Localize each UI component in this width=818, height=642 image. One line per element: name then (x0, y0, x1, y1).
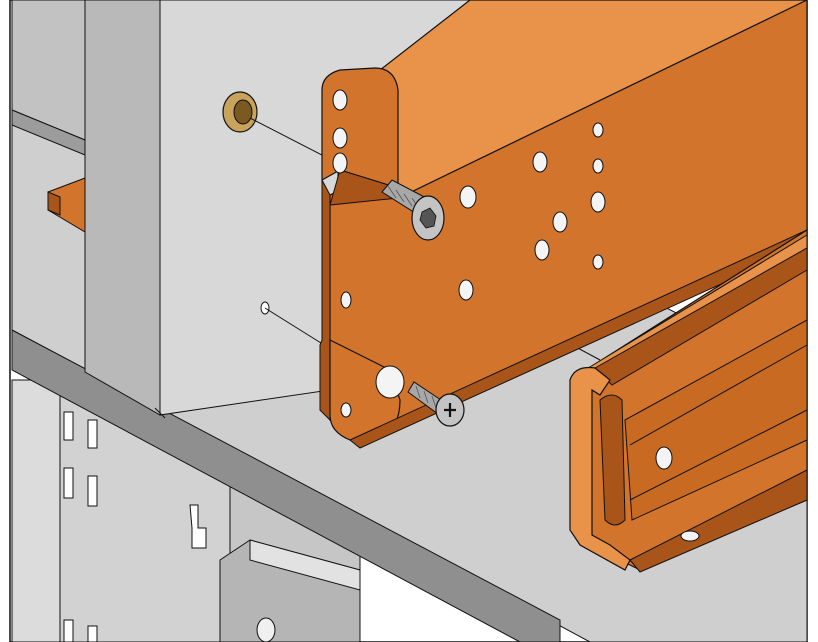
hole (332, 127, 348, 149)
hole (340, 291, 352, 309)
slot (63, 619, 74, 642)
grommet-icon (222, 91, 258, 133)
bracket-holes (332, 89, 606, 418)
hole (590, 191, 606, 213)
slot (63, 411, 74, 441)
hole (534, 239, 550, 261)
rail-hole (680, 530, 700, 542)
panel-slots (63, 411, 207, 642)
rail-hole (655, 446, 673, 470)
mounting-bracket (319, 0, 808, 449)
hole (332, 89, 348, 111)
hole (459, 185, 477, 209)
slot (87, 419, 98, 449)
slot (87, 625, 98, 642)
hole (552, 211, 568, 233)
slide-rail (569, 228, 808, 573)
hole (592, 158, 604, 174)
hole (458, 279, 474, 301)
lower-shelf-box (219, 539, 361, 642)
hole (532, 151, 548, 173)
shelf-hole (256, 617, 276, 642)
large-hole (375, 365, 405, 399)
slot (87, 475, 98, 507)
hole (332, 152, 348, 174)
slot (63, 467, 74, 499)
hex-socket-screw-icon (381, 179, 445, 241)
hole (592, 254, 604, 270)
hole (340, 402, 352, 418)
phillips-screw-icon (407, 381, 465, 427)
hole (592, 122, 604, 138)
hook-slot (189, 504, 207, 549)
